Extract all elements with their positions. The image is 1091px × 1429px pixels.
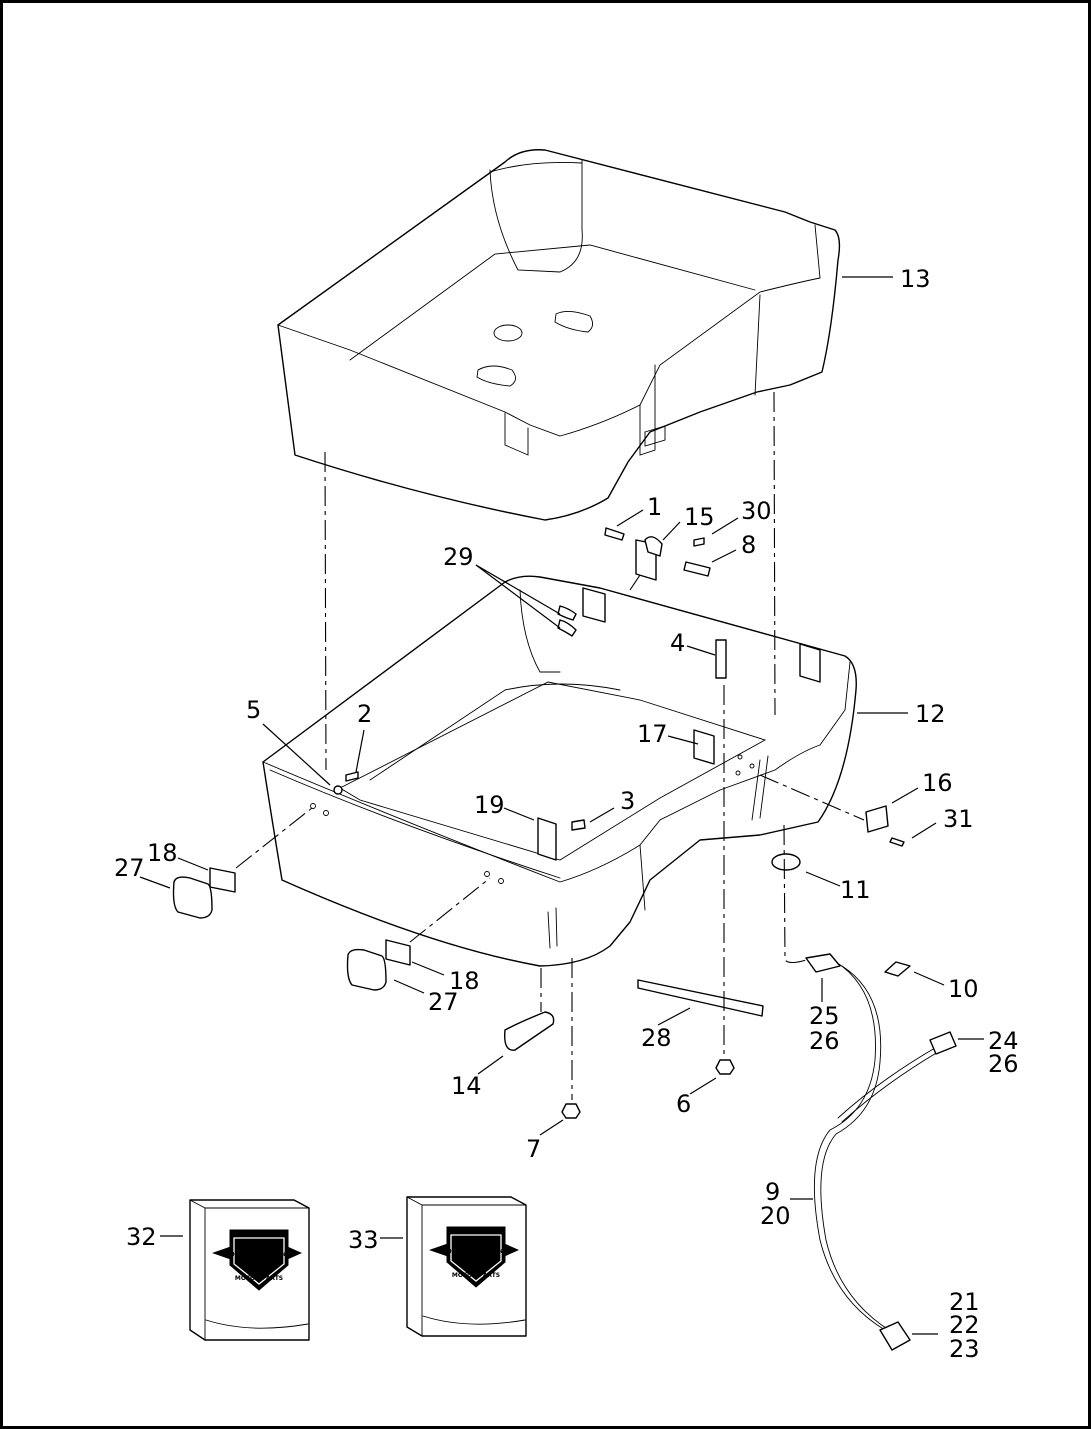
bolt-4: [715, 639, 727, 679]
callout-12: 12: [915, 700, 946, 728]
callout-10: 10: [948, 975, 979, 1003]
callout-labels: 13 1 15 30 8 29 4 12 5 2 17 16 19 3 31 1…: [114, 265, 1019, 1363]
callout-30: 30: [741, 497, 772, 525]
callout-28: 28: [641, 1024, 672, 1052]
callout-11: 11: [840, 876, 871, 904]
assembly-lines: [235, 391, 865, 1100]
callout-9: 9: [765, 1178, 780, 1206]
washer-5: [333, 785, 343, 795]
shim-29-b: [557, 619, 577, 637]
screw-3: [571, 819, 586, 831]
wiring-harness: [805, 953, 957, 1351]
genuine-parts-logo-32: GENUINE HARLEY-DAVIDSON MOTOR PARTS: [212, 1229, 302, 1291]
callout-21: 21: [949, 1288, 980, 1316]
callout-26-a: 26: [809, 1027, 840, 1055]
logo-hd-text: HARLEY-DAVIDSON: [232, 1252, 285, 1258]
callout-8: 8: [741, 531, 756, 559]
parts-box-33: GENUINE HARLEY-DAVIDSON MOTOR PARTS: [406, 1196, 527, 1337]
genuine-parts-logo-33: GENUINE HARLEY-DAVIDSON MOTOR PARTS: [429, 1226, 519, 1288]
callout-23: 23: [949, 1335, 980, 1363]
case-hinge-plate-left: [582, 587, 606, 623]
latch-19: [537, 817, 557, 861]
nut-7: [561, 1103, 581, 1119]
screw-1: [604, 527, 625, 541]
logo-genuine-text: GENUINE: [239, 1230, 279, 1239]
callout-17: 17: [637, 720, 668, 748]
callout-32: 32: [126, 1223, 157, 1251]
logo-motor-parts-text: MOTOR PARTS: [452, 1272, 500, 1279]
tour-pak-case: [262, 575, 857, 967]
exploded-parts-diagram: GENUINE HARLEY-DAVIDSON MOTOR PARTS GENU…: [114, 149, 1019, 1363]
callout-18-right: 18: [449, 967, 480, 995]
strap-28: [637, 979, 764, 1017]
callout-4: 4: [670, 629, 685, 657]
connector-24: [929, 1031, 957, 1055]
logo-motor-parts-text: MOTOR PARTS: [235, 1275, 283, 1282]
callout-14: 14: [451, 1072, 482, 1100]
nut-6: [715, 1059, 735, 1075]
callout-26-b: 26: [988, 1050, 1019, 1078]
callout-24: 24: [988, 1027, 1019, 1055]
plate-16: [865, 805, 889, 833]
leader-lines: [139, 276, 984, 1335]
callout-27-left: 27: [114, 854, 145, 882]
tour-pak-liner: [277, 149, 841, 521]
callout-3: 3: [620, 787, 635, 815]
callout-2: 2: [357, 700, 372, 728]
callout-25: 25: [809, 1002, 840, 1030]
pin-30: [693, 537, 705, 547]
clip-10: [884, 961, 911, 977]
callout-20: 20: [760, 1202, 791, 1230]
bracket-14: [504, 1011, 555, 1051]
connector-21: [879, 1321, 911, 1351]
callout-22: 22: [949, 1311, 980, 1339]
callout-16: 16: [922, 769, 953, 797]
callout-18-left: 18: [147, 839, 178, 867]
reflectors: [172, 867, 411, 991]
callout-6: 6: [676, 1090, 691, 1118]
shim-29-a: [557, 605, 577, 621]
logo-hd-text: HARLEY-DAVIDSON: [449, 1249, 502, 1255]
callout-7: 7: [526, 1135, 541, 1163]
callout-19: 19: [474, 791, 505, 819]
callout-1: 1: [647, 493, 662, 521]
callout-15: 15: [684, 503, 715, 531]
callout-31: 31: [943, 805, 974, 833]
screw-31: [889, 837, 905, 847]
pin-8: [683, 561, 711, 577]
callout-5: 5: [246, 696, 261, 724]
logo-genuine-text: GENUINE: [456, 1227, 496, 1236]
grommet-11: [771, 853, 801, 871]
connector-25: [805, 953, 841, 973]
callout-29: 29: [443, 543, 474, 571]
parts-box-32: GENUINE HARLEY-DAVIDSON MOTOR PARTS: [189, 1199, 310, 1341]
callout-27-right: 27: [428, 988, 459, 1016]
screw-2: [345, 771, 359, 782]
hinge-17: [693, 729, 715, 765]
case-hinge-plate-right: [799, 643, 821, 683]
callout-33: 33: [348, 1226, 379, 1254]
callout-13: 13: [900, 265, 931, 293]
hinge-hardware: [333, 527, 911, 1119]
